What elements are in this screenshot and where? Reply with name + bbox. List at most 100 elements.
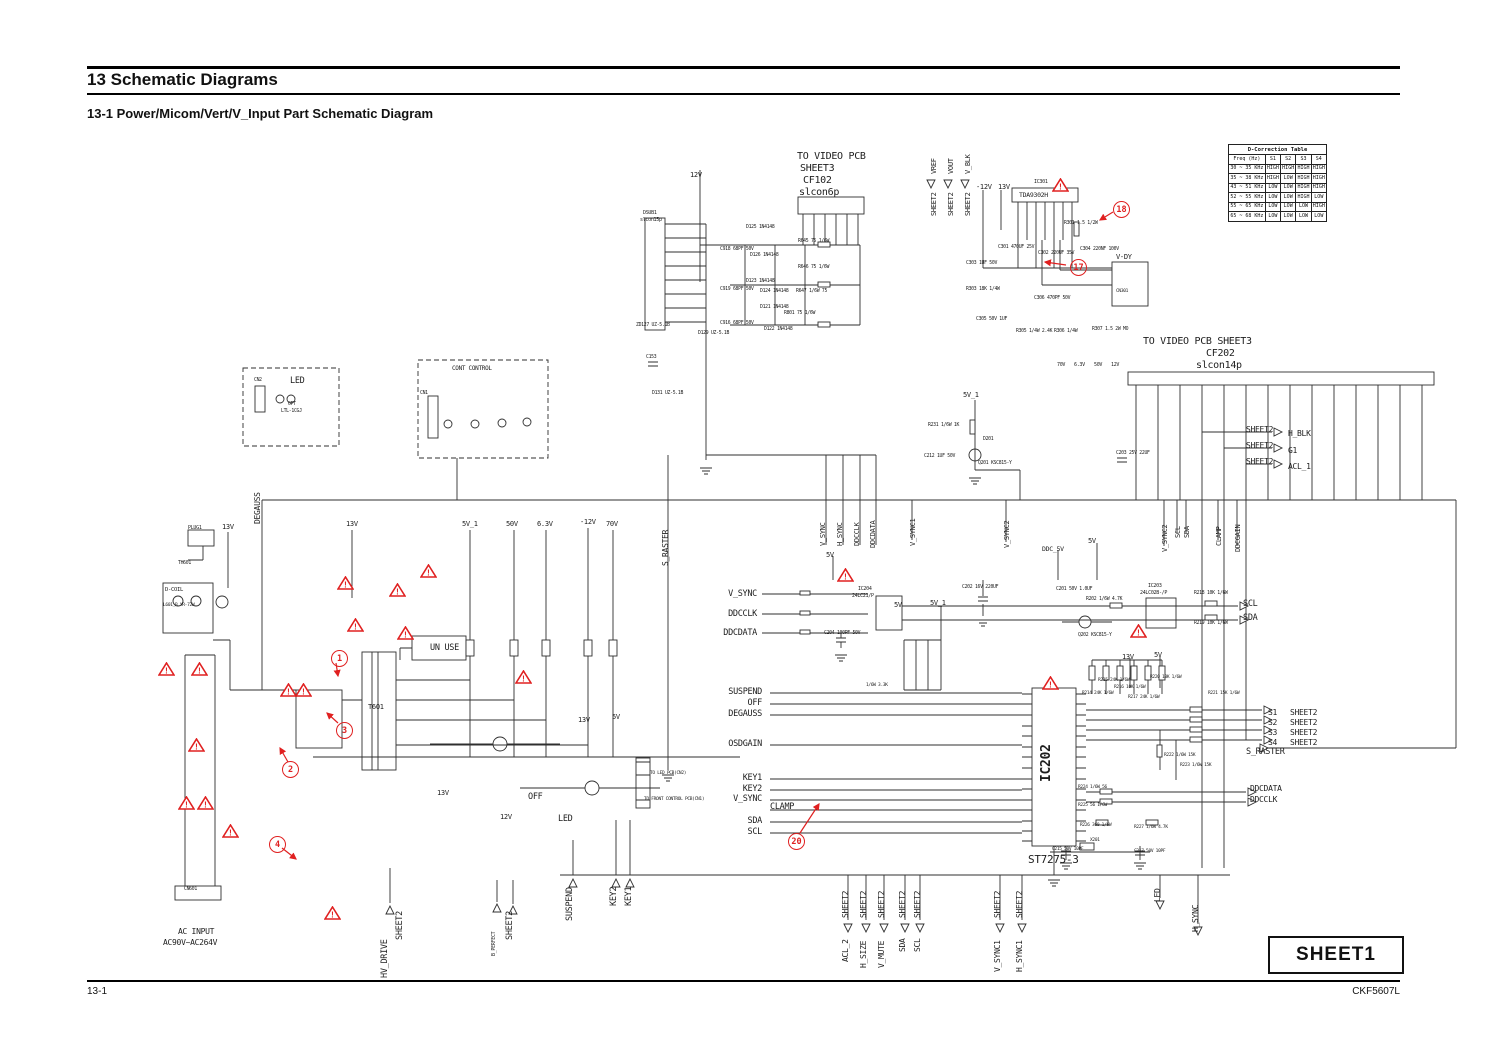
footer-rule — [87, 980, 1400, 982]
schematic-label: G1 — [1288, 446, 1298, 455]
schematic-label: 13V — [222, 523, 234, 531]
callout-number: 20 — [788, 833, 805, 850]
schematic-label: D123 1N4148 — [746, 279, 775, 284]
schematic-label: D201 — [983, 437, 994, 442]
schematic-label: S3 — [1268, 728, 1278, 737]
schematic-label: CLAMP — [770, 802, 795, 812]
schematic-label: C918 68PF 50V — [720, 247, 754, 252]
table-cell: HIGH — [1295, 163, 1312, 175]
schematic-label: CF202 — [1206, 348, 1235, 359]
schematic-label: SHEET2 — [1290, 718, 1318, 727]
schematic-label: IC301 — [1034, 179, 1048, 185]
warning-triangle-icon: ! — [336, 575, 355, 595]
schematic-label: OSDGAIN — [728, 739, 762, 749]
schematic-label: R218 10K 1/6W — [1194, 591, 1228, 596]
warning-triangle-icon: ! — [221, 823, 240, 843]
schematic-label: 12V — [1111, 362, 1120, 368]
table-column-header: S3 — [1295, 154, 1312, 165]
schematic-label: DDC_5V — [1042, 545, 1064, 553]
schematic-label: CONT CONTROL — [452, 365, 492, 372]
svg-text:!: ! — [1049, 681, 1052, 690]
schematic-label: C212 1UF 50V — [924, 454, 956, 459]
schematic-label: CN301 — [1116, 289, 1129, 294]
schematic-label: SHEET3 — [800, 163, 835, 174]
svg-text:!: ! — [198, 667, 201, 676]
page-title: 13 Schematic Diagrams — [87, 70, 278, 89]
footer-model-code: CKF5607L — [1352, 986, 1400, 997]
schematic-label: 24LC21/P — [852, 593, 874, 599]
svg-text:!: ! — [165, 667, 168, 676]
table-column-header: S1 — [1264, 154, 1282, 165]
table-cell: LOW — [1280, 192, 1297, 203]
schematic-label: 13V — [998, 183, 1010, 191]
schematic-label: R220 10K 1/6W — [1150, 675, 1182, 680]
schematic-label: 70V — [606, 520, 618, 528]
svg-text:!: ! — [1137, 629, 1140, 638]
schematic-label: 5V_1 — [930, 599, 946, 607]
schematic-label: KEY2 — [742, 784, 763, 794]
table-cell: HIGH — [1310, 173, 1328, 184]
warning-triangle-icon: ! — [419, 563, 438, 583]
svg-text:!: ! — [229, 829, 232, 838]
schematic-label: R202 1/6W 4.7K — [1086, 597, 1123, 602]
warning-triangle-icon: ! — [836, 567, 855, 587]
schematic-label: IC203 — [1148, 583, 1162, 589]
table-cell: 65 ~ 68 KHz — [1228, 211, 1266, 222]
sheet-badge: SHEET1 — [1268, 936, 1404, 974]
svg-text:!: ! — [302, 688, 305, 697]
table-cell: HIGH — [1264, 173, 1282, 184]
table-column-header: S4 — [1310, 154, 1328, 165]
schematic-label: C304 220NF 100V — [1080, 247, 1119, 252]
schematic-label: -12V — [580, 518, 596, 526]
schematic-label: SHEET2 — [1246, 441, 1274, 450]
schematic-label: C302 220UF 35V — [1038, 251, 1075, 256]
schematic-label: R225 56 1/6W — [1078, 803, 1107, 808]
schematic-label: AC INPUT — [178, 927, 215, 936]
schematic-label: R646 75 1/6W — [798, 265, 830, 270]
schematic-label: ZD127 UZ-5.1B — [636, 323, 670, 328]
schematic-label: T601 — [368, 703, 384, 711]
schematic-label: C305 50V 1UF — [976, 317, 1008, 322]
schematic-label: LED — [558, 814, 573, 824]
schematic-label: C201 50V 1.0UF — [1056, 587, 1093, 592]
schematic-label: H_BLK — [1288, 429, 1311, 438]
schematic-label: 5V — [1154, 651, 1162, 659]
table-cell: LOW — [1310, 192, 1328, 203]
schematic-label: D121 1N4148 — [760, 305, 789, 310]
schematic-label: 13V — [437, 789, 449, 797]
schematic-label: C303 1UF 50V — [966, 261, 998, 266]
warning-triangle-icon: ! — [323, 905, 342, 925]
schematic-label: SHEET2 — [1290, 728, 1318, 737]
svg-text:!: ! — [344, 581, 347, 590]
schematic-label: 50V — [506, 520, 518, 528]
warning-triangle-icon: ! — [187, 737, 206, 757]
schematic-label: PLUG1 — [188, 525, 202, 531]
table-cell: LOW — [1280, 173, 1297, 184]
callout-number: 3 — [336, 722, 353, 739]
schematic-label: TDA9302H — [1019, 191, 1048, 199]
schematic-label: R215 24K 1/6W — [1098, 678, 1130, 683]
table-cell: LOW — [1264, 201, 1282, 213]
schematic-label: D129 UZ-5.1B — [698, 331, 730, 336]
schematic-label: 5V — [612, 713, 620, 721]
schematic-label: V-DY — [1116, 253, 1132, 261]
schematic-label: R645 75 1/6W — [798, 239, 830, 244]
warning-triangle-icon: ! — [157, 661, 176, 681]
table-cell: LOW — [1280, 182, 1297, 194]
schematic-label: DDCDATA — [723, 628, 757, 638]
svg-text:!: ! — [844, 573, 847, 582]
schematic-label: 13V — [578, 716, 590, 724]
schematic-label: SCL — [747, 827, 763, 837]
schematic-label: V_SYNC — [733, 794, 762, 804]
schematic-label: C306 470PF 50V — [1034, 296, 1071, 301]
schematic-label: 6.3V — [537, 520, 553, 528]
schematic-label: C202 16V 220UF — [962, 585, 999, 590]
table-cell: HIGH — [1310, 182, 1328, 194]
schematic-label: R227 1/6W 4.7K — [1134, 825, 1168, 830]
